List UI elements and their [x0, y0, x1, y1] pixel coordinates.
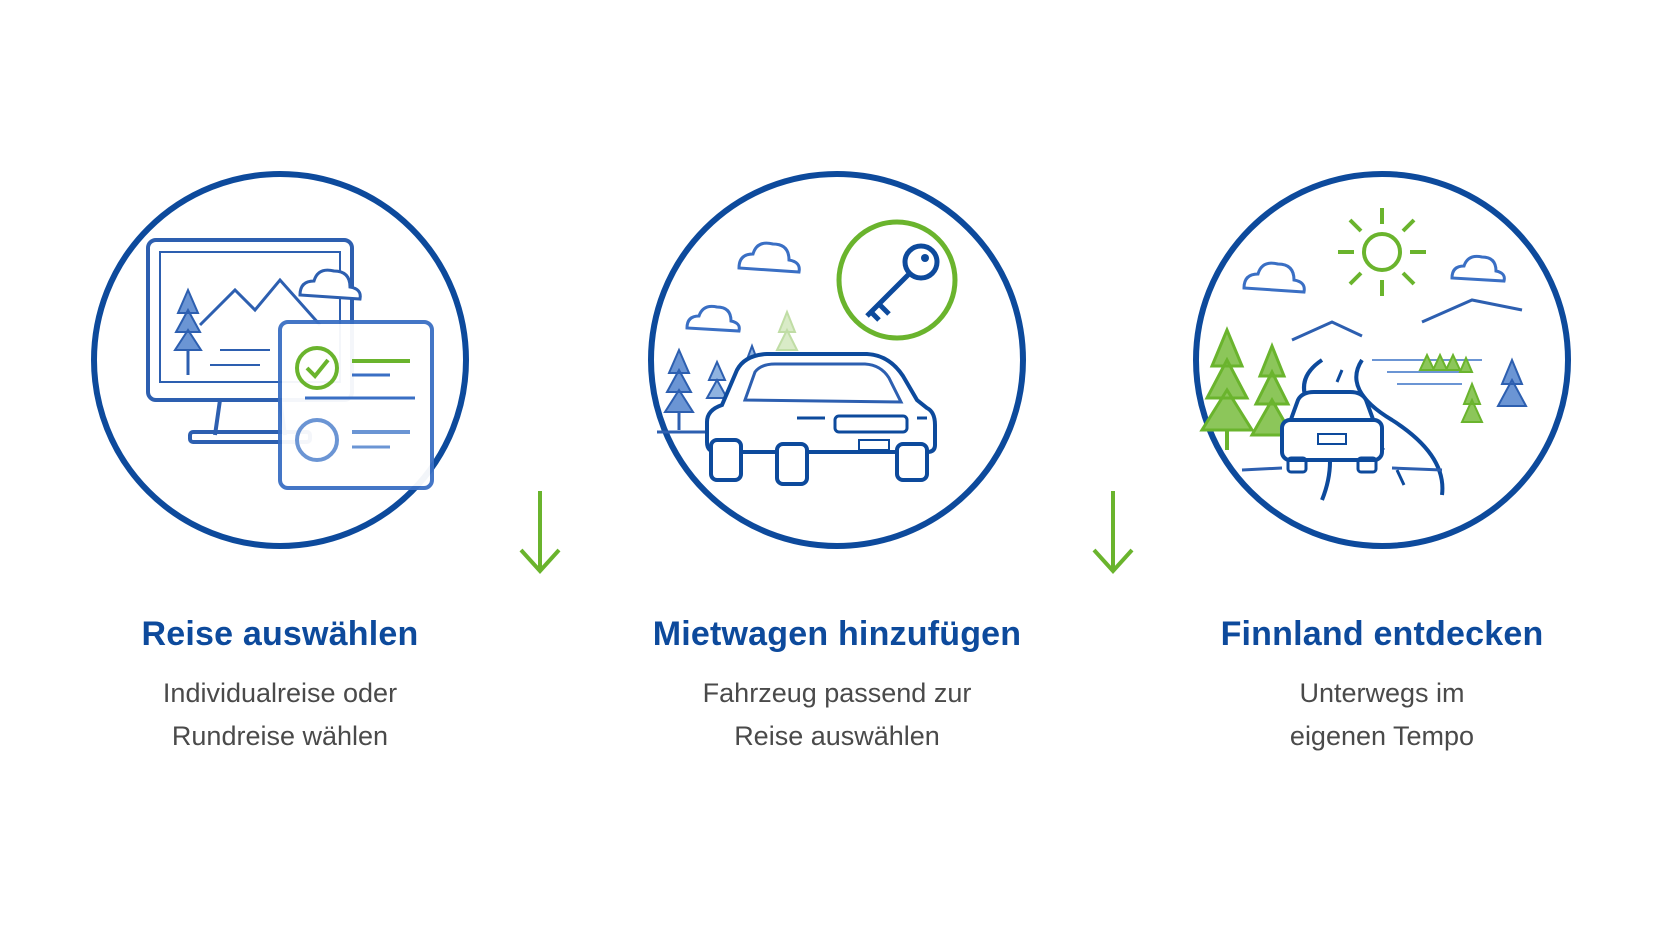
- car-on-road-landscape-icon: [1193, 171, 1571, 549]
- car-with-key-icon: [648, 171, 1026, 549]
- step-description: Unterwegs im eigenen Tempo: [1122, 672, 1642, 758]
- step-description: Fahrzeug passend zur Reise auswählen: [577, 672, 1097, 758]
- arrow-down-icon: [519, 491, 561, 574]
- step-desc-line: Individualreise oder: [162, 678, 398, 708]
- step-title: Reise auswählen: [141, 615, 419, 653]
- step-desc-line: eigenen Tempo: [1289, 721, 1475, 751]
- step-description: Individualreise oder Rundreise wählen: [20, 672, 540, 758]
- step-title: Finnland entdecken: [1220, 615, 1544, 653]
- step-desc-line: Fahrzeug passend zur: [702, 678, 972, 708]
- step-desc-line: Rundreise wählen: [171, 721, 389, 751]
- step-title: Mietwagen hinzufügen: [652, 615, 1022, 653]
- arrow-down-icon: [1092, 491, 1134, 574]
- monitor-with-checklist-icon: [91, 171, 469, 549]
- step-desc-line: Unterwegs im: [1299, 678, 1465, 708]
- step-desc-line: Reise auswählen: [734, 721, 940, 751]
